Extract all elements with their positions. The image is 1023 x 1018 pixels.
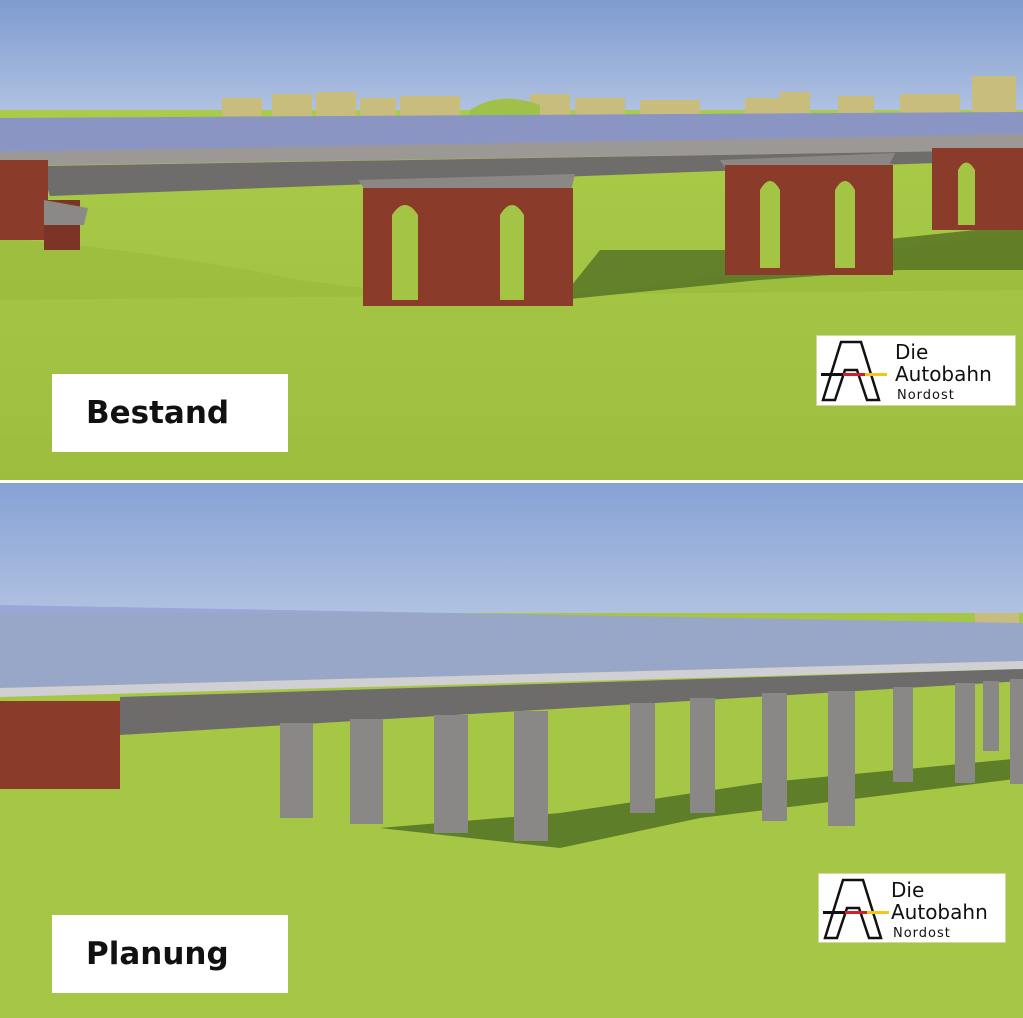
concrete-columns: [280, 679, 1023, 841]
planned-bridge-scene: [0, 483, 1023, 1018]
logo-line-1: Die: [891, 878, 925, 902]
autobahn-logo: Die Autobahn Nordost: [816, 335, 1016, 406]
planned-label: Planung: [86, 936, 229, 972]
existing-bridge-scene: [0, 0, 1023, 480]
autobahn-logo-icon: [823, 878, 889, 940]
bridge-deck: [0, 605, 1023, 688]
autobahn-logo-icon: [821, 340, 887, 402]
bridge-girder: [120, 669, 1023, 735]
autobahn-logo: Die Autobahn Nordost: [818, 873, 1006, 943]
planned-bridge-render: Planung Die Autobahn Nordost: [0, 483, 1023, 1018]
existing-label: Bestand: [86, 395, 230, 431]
planned-label-box: Planung: [52, 915, 288, 993]
existing-bridge-render: Bestand Die Autobahn Nordost: [0, 0, 1023, 480]
brick-abutment: [0, 701, 120, 789]
logo-line-2: Autobahn: [891, 900, 988, 924]
background-buildings: [222, 76, 1016, 116]
logo-line-1: Die: [895, 340, 929, 364]
brick-piers: [0, 148, 1023, 306]
logo-line-2: Autobahn: [895, 362, 992, 386]
existing-label-box: Bestand: [52, 374, 288, 452]
logo-line-3: Nordost: [893, 926, 951, 941]
logo-line-3: Nordost: [897, 388, 955, 403]
